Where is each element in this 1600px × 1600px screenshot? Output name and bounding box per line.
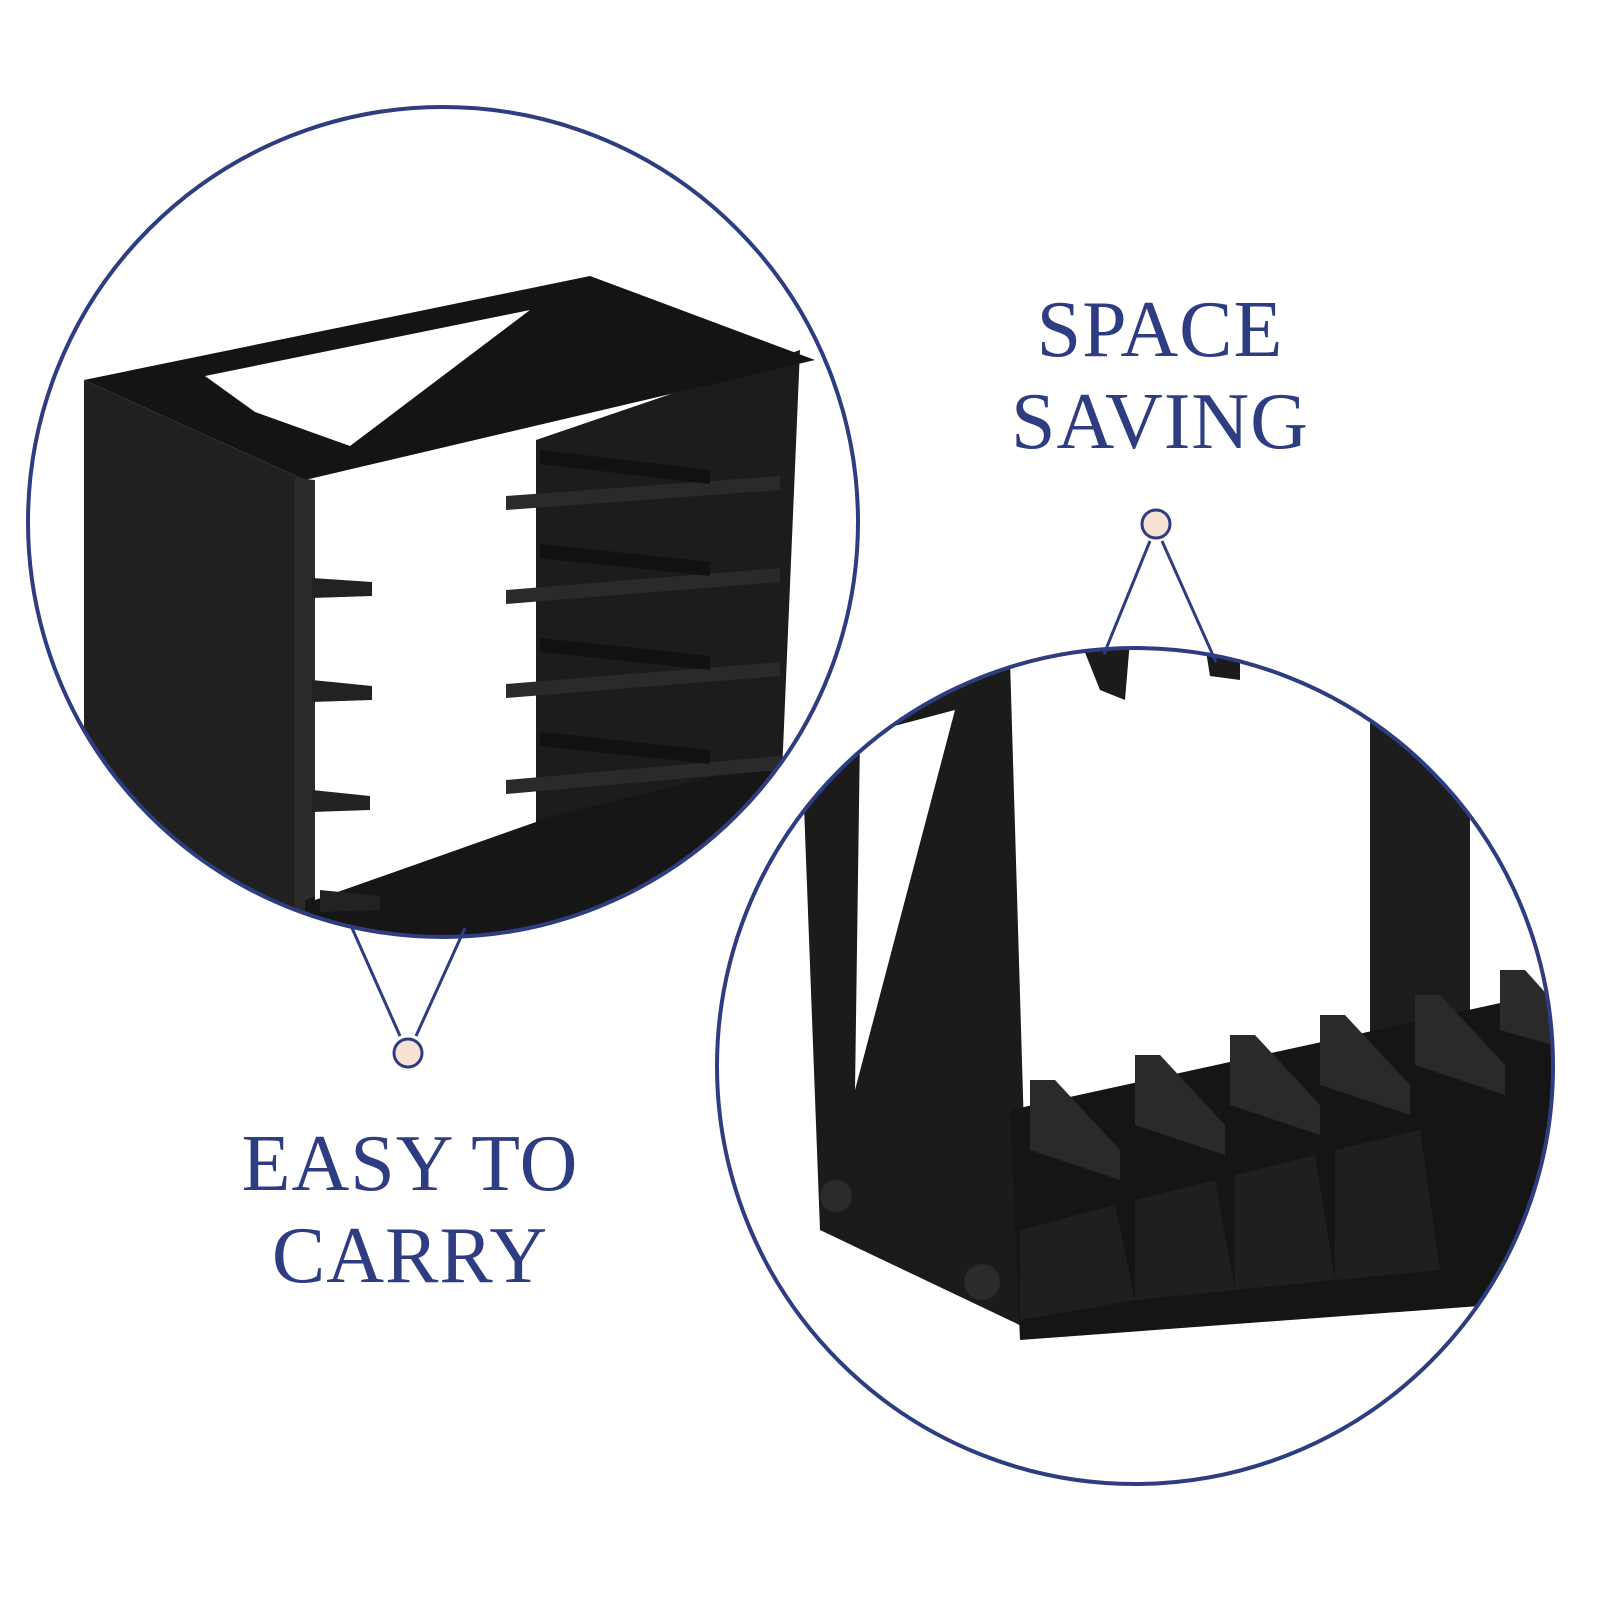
callout-pin-icon xyxy=(1140,508,1172,540)
space-saving-caption: SPACE SAVING xyxy=(950,284,1370,468)
callout-space-saving xyxy=(1102,540,1218,663)
rack-top-view xyxy=(84,276,815,937)
caption-line: SAVING xyxy=(1011,378,1309,466)
foot-pad xyxy=(964,1264,1000,1300)
rack-side-view xyxy=(800,648,1553,1340)
handle-cutout xyxy=(205,310,530,446)
side-wall-cutout xyxy=(855,710,955,1090)
callout-pin-icon xyxy=(392,1037,424,1069)
caption-line: SPACE xyxy=(1036,286,1284,374)
left-detail-circle xyxy=(26,105,860,939)
caption-line: EASY TO xyxy=(241,1120,579,1208)
caption-line: CARRY xyxy=(271,1212,549,1300)
right-detail-circle xyxy=(715,646,1555,1486)
callout-easy-to-carry xyxy=(350,927,467,1037)
easy-to-carry-caption: EASY TO CARRY xyxy=(200,1118,620,1302)
foot-pad xyxy=(820,1180,852,1212)
